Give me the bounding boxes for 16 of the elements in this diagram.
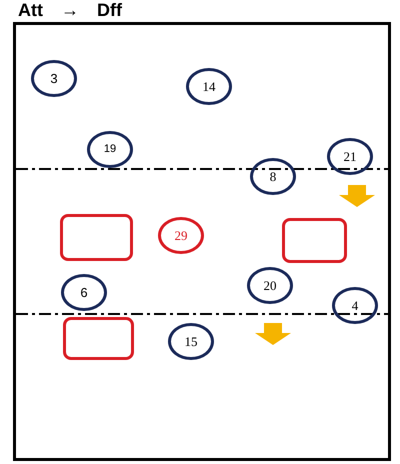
zone-box bbox=[282, 218, 347, 263]
player-circle: 21 bbox=[327, 138, 373, 174]
player-circle: 14 bbox=[186, 68, 232, 104]
player-circle: 19 bbox=[87, 130, 133, 168]
pitch-outline bbox=[13, 22, 391, 461]
player-circle: 3 bbox=[31, 60, 77, 96]
diagram-title: Att → Dff bbox=[18, 1, 122, 19]
player-circle: 8 bbox=[250, 158, 296, 194]
zone-box bbox=[60, 214, 133, 261]
player-circle: 15 bbox=[168, 322, 214, 360]
zone-box bbox=[63, 317, 134, 360]
player-circle: 29 bbox=[158, 216, 204, 254]
player-circle: 4 bbox=[332, 286, 378, 324]
player-circle: 6 bbox=[61, 274, 107, 310]
player-circle: 20 bbox=[247, 266, 293, 304]
block-arrow bbox=[339, 185, 375, 208]
